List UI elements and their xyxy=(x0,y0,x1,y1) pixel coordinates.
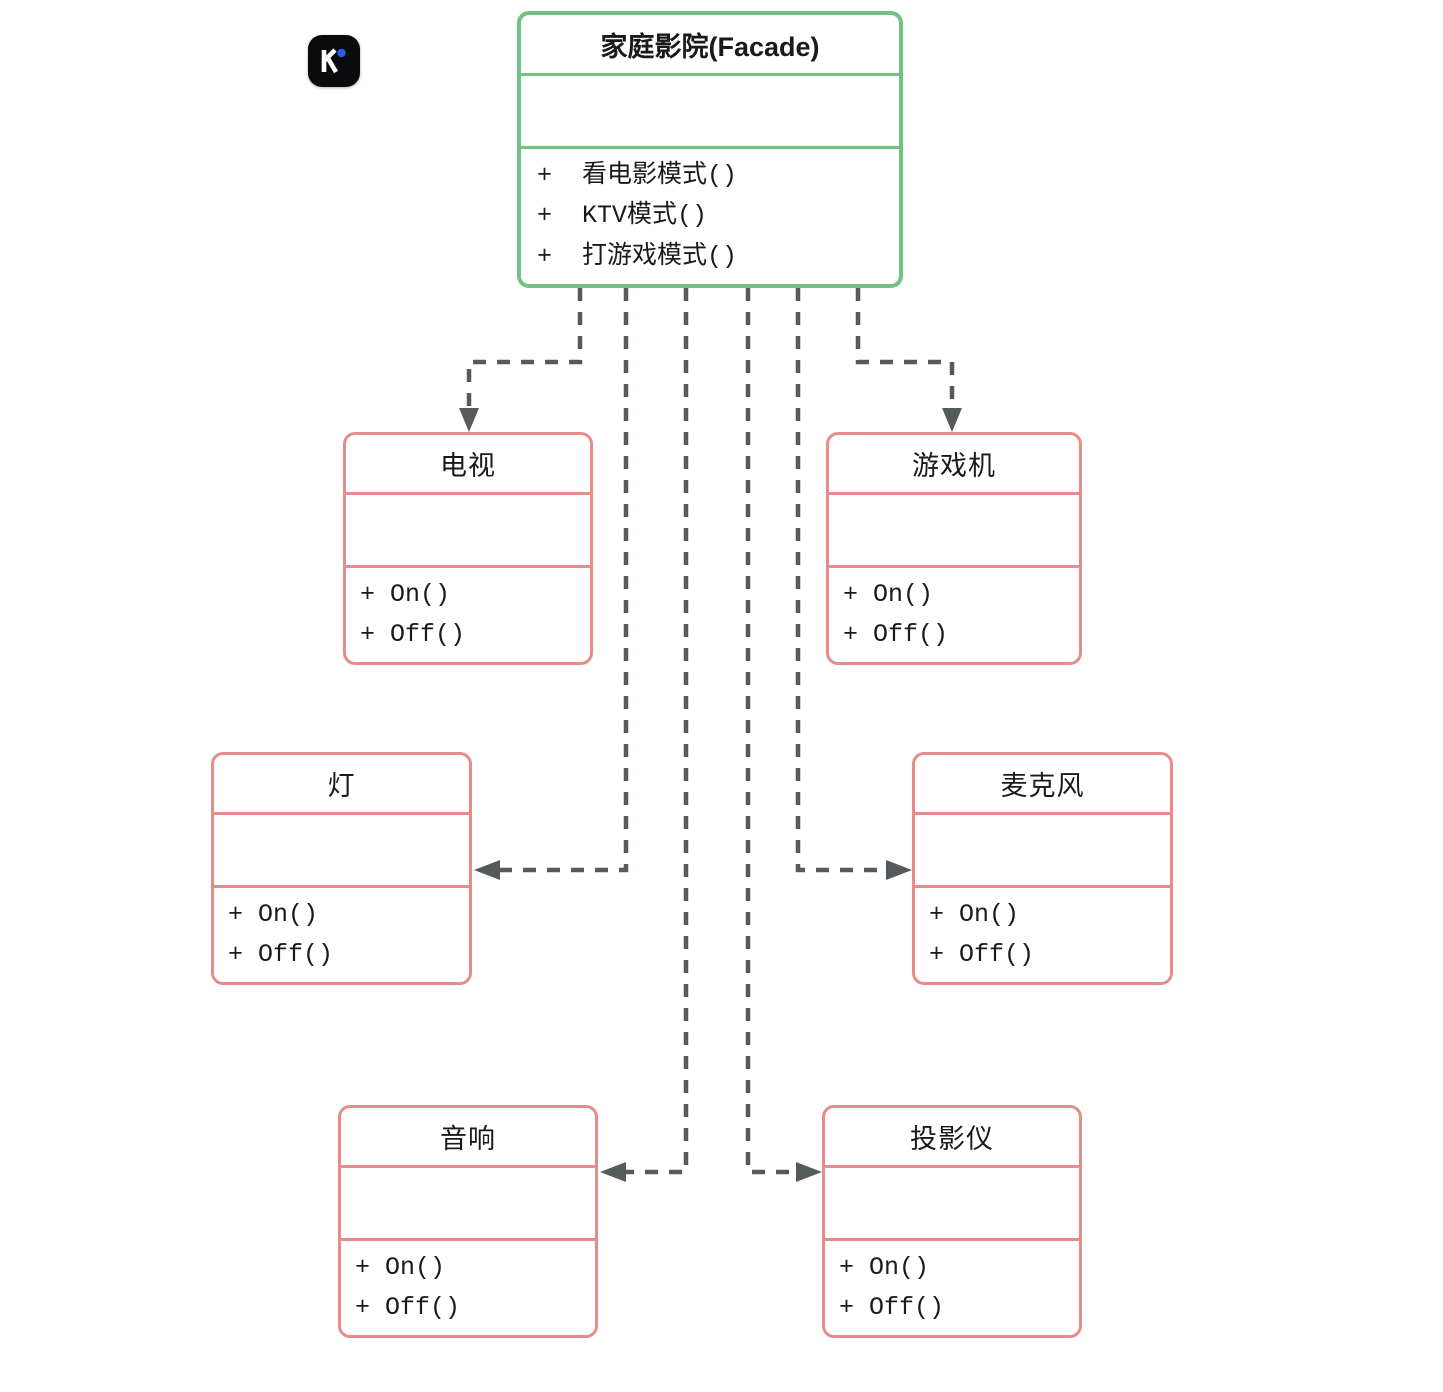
operation-row: + Off() xyxy=(929,940,1035,969)
operation-row: + Off() xyxy=(843,620,949,649)
operation-row: + Off() xyxy=(839,1293,945,1322)
class-attributes-compartment xyxy=(825,1168,1079,1241)
connector-facade-to-speaker xyxy=(600,288,689,1182)
operation-row: + KTV模式() xyxy=(537,201,708,231)
class-box-microphone[interactable]: 麦克风 + On() + Off() xyxy=(912,752,1173,985)
class-name-compartment: 家庭影院(Facade) xyxy=(521,15,899,76)
class-box-tv[interactable]: 电视 + On() + Off() xyxy=(343,432,593,665)
class-name-compartment: 投影仪 xyxy=(825,1108,1079,1168)
operation-row: + On() xyxy=(839,1252,930,1282)
class-name-label: 灯 xyxy=(327,771,356,801)
operation-row: + 看电影模式() xyxy=(537,160,738,190)
connector-facade-to-game-console xyxy=(855,288,962,432)
class-name-label: 麦克风 xyxy=(1000,771,1085,801)
class-operations-compartment: + 看电影模式() + KTV模式() + 打游戏模式() xyxy=(521,149,899,284)
class-operations-compartment: + On() + Off() xyxy=(825,1241,1079,1335)
class-operations-compartment: + On() + Off() xyxy=(346,568,590,662)
class-box-facade[interactable]: 家庭影院(Facade) + 看电影模式() + KTV模式() + 打游戏模式… xyxy=(517,11,903,288)
class-name-label: 家庭影院(Facade) xyxy=(600,31,820,62)
class-name-compartment: 电视 xyxy=(346,435,590,495)
connector-facade-to-projector xyxy=(745,288,822,1182)
class-name-label: 游戏机 xyxy=(912,451,996,481)
class-attributes-compartment xyxy=(214,815,469,888)
class-attributes-compartment xyxy=(829,495,1079,568)
class-attributes-compartment xyxy=(346,495,590,568)
operation-row: + Off() xyxy=(360,620,466,649)
class-name-compartment: 音响 xyxy=(341,1108,595,1168)
operation-row: + On() xyxy=(355,1252,446,1282)
class-name-label: 音响 xyxy=(440,1124,496,1154)
class-box-game-console[interactable]: 游戏机 + On() + Off() xyxy=(826,432,1082,665)
class-operations-compartment: + On() + Off() xyxy=(915,888,1170,982)
class-name-label: 电视 xyxy=(440,451,496,481)
operation-row: + 打游戏模式() xyxy=(537,241,738,271)
kodo-logo-icon xyxy=(308,35,360,87)
class-attributes-compartment xyxy=(341,1168,595,1241)
class-box-projector[interactable]: 投影仪 + On() + Off() xyxy=(822,1105,1082,1338)
operation-row: + On() xyxy=(843,579,934,609)
class-operations-compartment: + On() + Off() xyxy=(214,888,469,982)
class-attributes-compartment xyxy=(521,76,899,149)
class-box-speaker[interactable]: 音响 + On() + Off() xyxy=(338,1105,598,1338)
class-operations-compartment: + On() + Off() xyxy=(829,568,1079,662)
operation-row: + Off() xyxy=(228,940,334,969)
operation-row: + On() xyxy=(929,899,1020,929)
class-name-label: 投影仪 xyxy=(910,1124,994,1154)
class-attributes-compartment xyxy=(915,815,1170,888)
operation-row: + On() xyxy=(360,579,451,609)
connector-facade-to-tv xyxy=(459,288,583,432)
class-name-compartment: 灯 xyxy=(214,755,469,815)
operation-row: + On() xyxy=(228,899,319,929)
class-name-compartment: 游戏机 xyxy=(829,435,1079,495)
class-box-light[interactable]: 灯 + On() + Off() xyxy=(211,752,472,985)
operation-row: + Off() xyxy=(355,1293,461,1322)
class-name-compartment: 麦克风 xyxy=(915,755,1170,815)
class-operations-compartment: + On() + Off() xyxy=(341,1241,595,1335)
